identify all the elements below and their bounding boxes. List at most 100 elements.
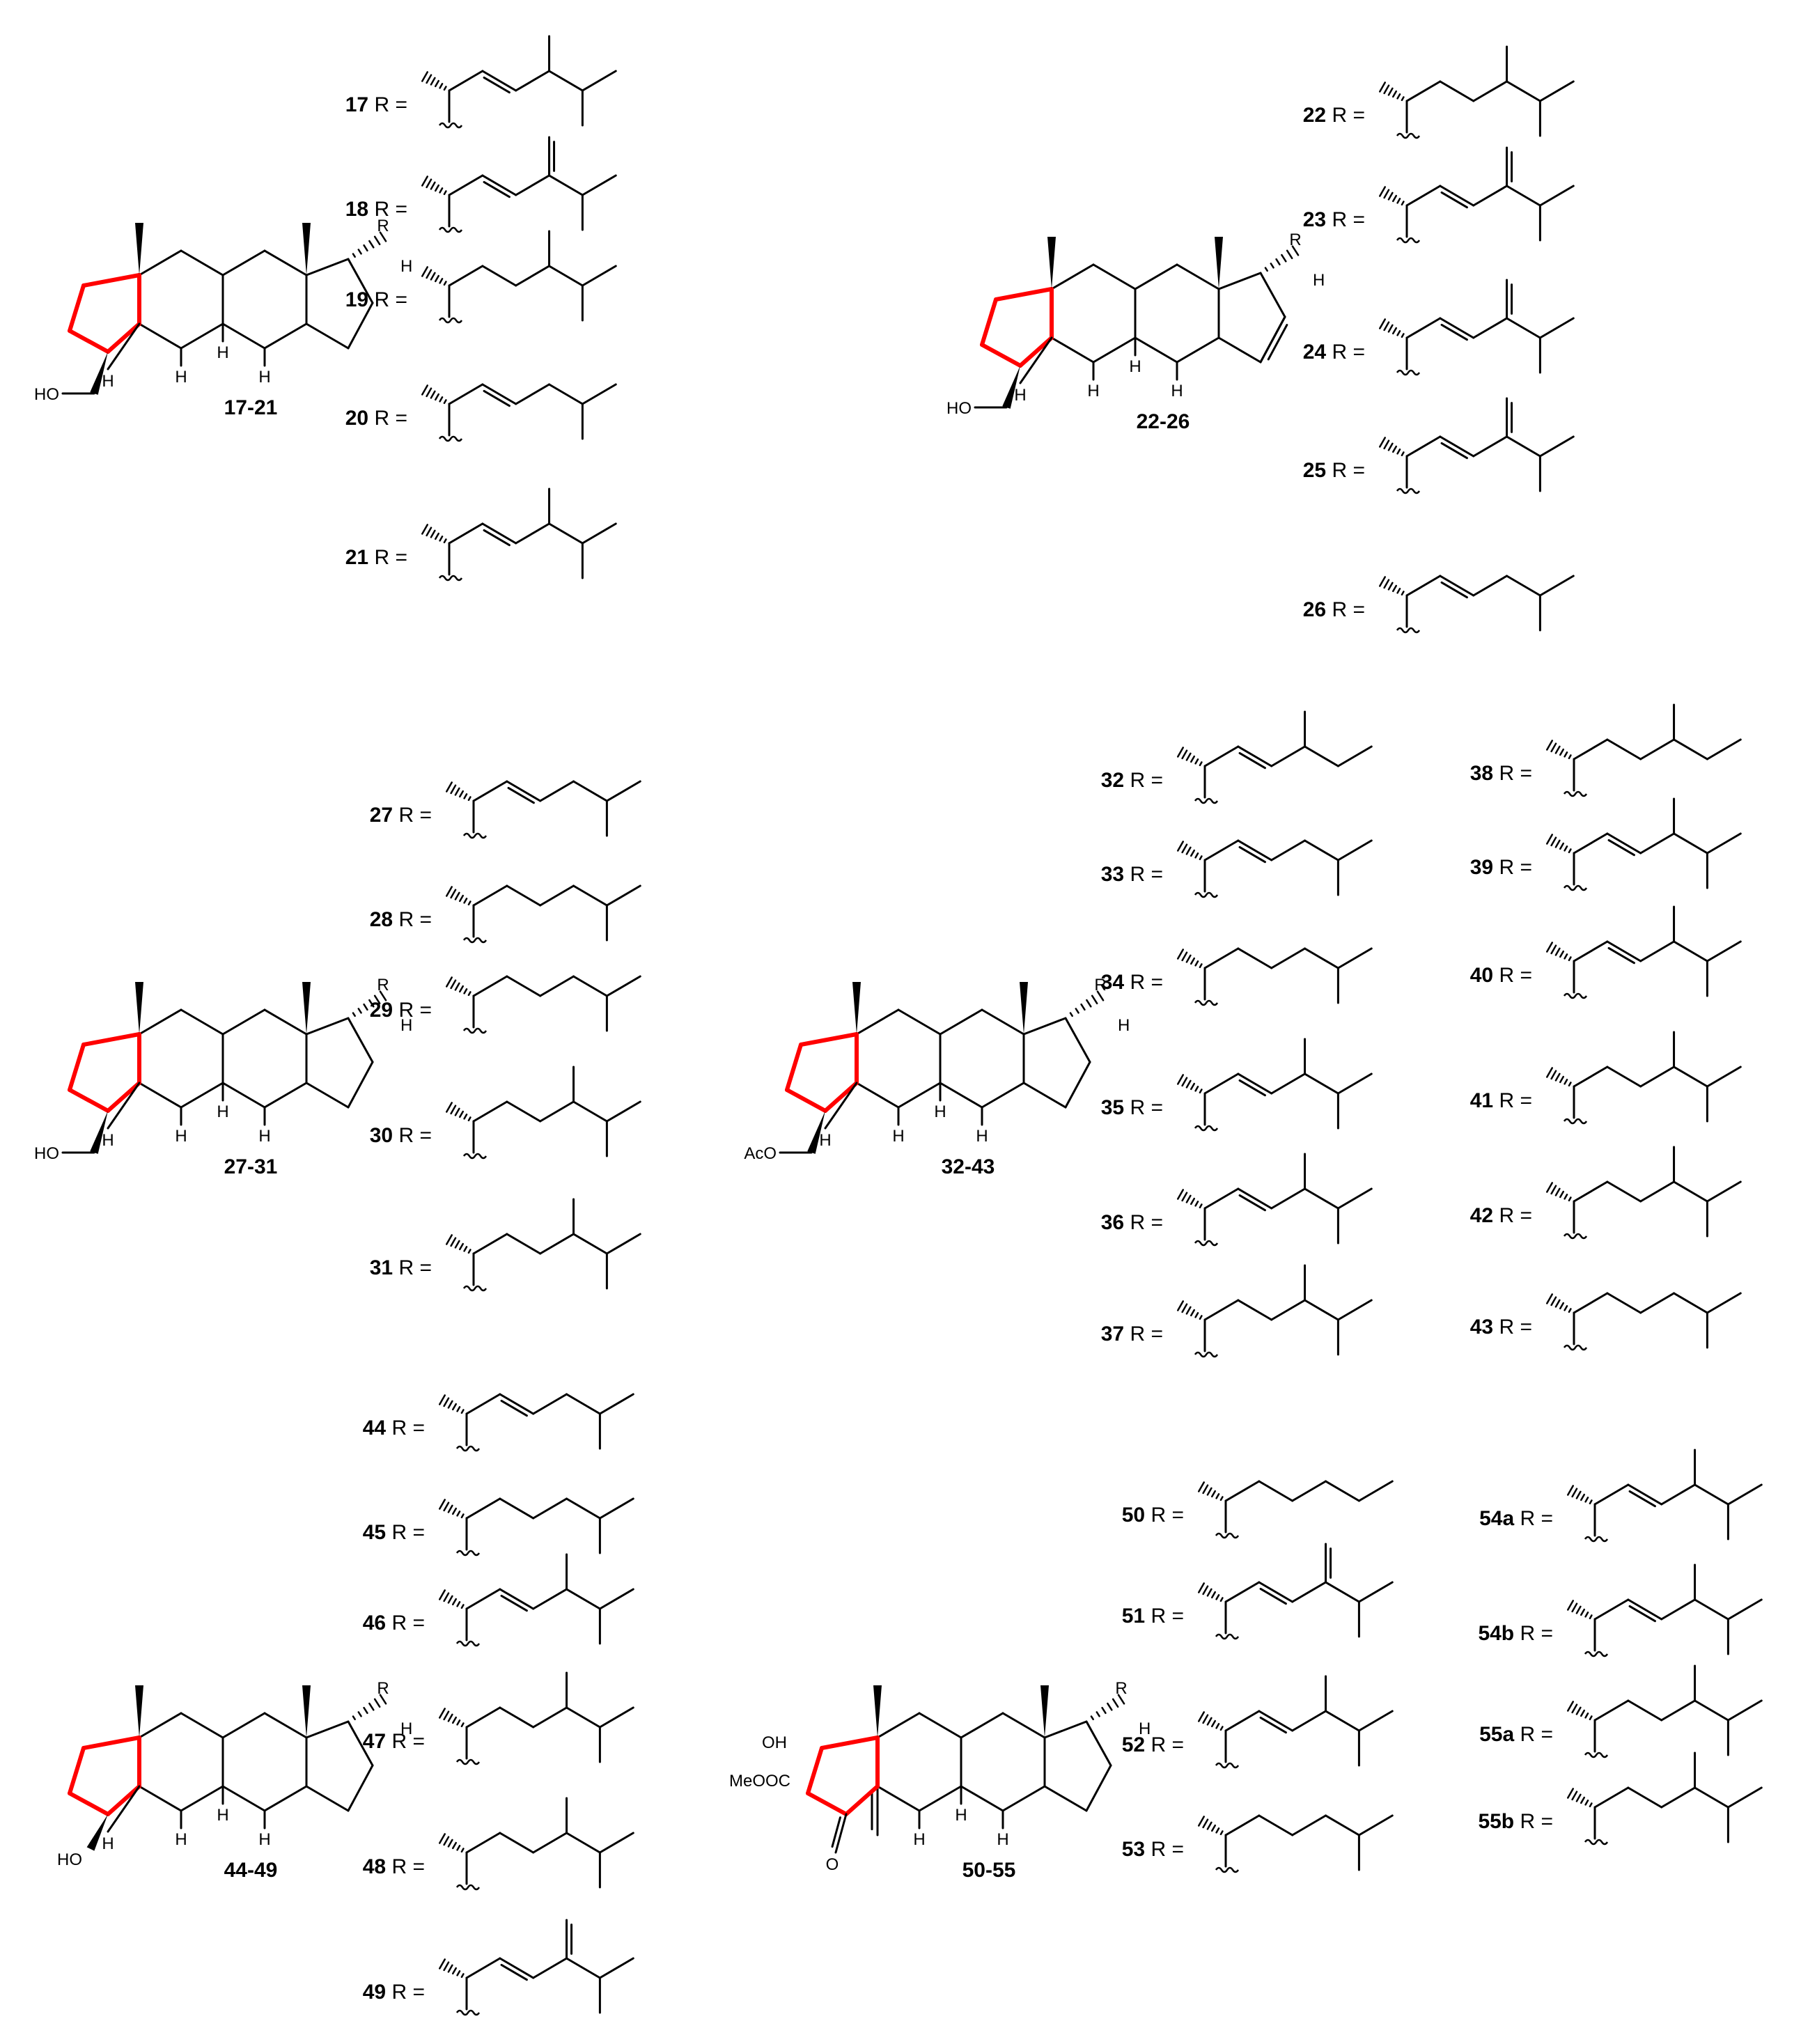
compound-label: 19 R = — [345, 288, 407, 311]
compound-label: 33 R = — [1101, 863, 1163, 886]
compound-number: 37 — [1101, 1323, 1130, 1345]
side-chain-35: 35 R = — [1101, 1038, 1373, 1132]
r-atom-label: R — [1115, 1679, 1127, 1698]
side-chain-54b: 54b R = — [1478, 1563, 1763, 1657]
compound-number: 28 — [370, 908, 399, 931]
r-equals: R = — [374, 93, 407, 116]
r-equals: R = — [1499, 1089, 1532, 1112]
compound-number: 53 — [1122, 1838, 1151, 1861]
h-atom-label: H — [175, 1127, 187, 1146]
compound-number: 24 — [1303, 341, 1332, 364]
compound-number: 54b — [1478, 1622, 1520, 1645]
compound-number: 33 — [1101, 863, 1130, 886]
r-equals: R = — [391, 1521, 425, 1544]
r-atom-label: R — [377, 976, 389, 994]
compound-number: 21 — [345, 546, 375, 569]
compound-label: 25 R = — [1303, 459, 1365, 482]
compound-number: 39 — [1470, 856, 1499, 879]
compound-number: 29 — [370, 999, 399, 1022]
h-atom-label: H — [175, 368, 187, 387]
r-equals: R = — [1499, 1204, 1532, 1227]
compound-number: 43 — [1470, 1316, 1499, 1339]
side-chain-38: 38 R = — [1470, 703, 1742, 797]
side-chain-24: 24 R = — [1303, 279, 1575, 376]
compound-label: 50 R = — [1122, 1504, 1184, 1527]
side-chain-26: 26 R = — [1303, 575, 1575, 634]
compound-number: 46 — [363, 1612, 392, 1635]
r-equals: R = — [1151, 1504, 1184, 1527]
side-chain-29: 29 R = — [370, 975, 641, 1034]
hydroxyl-label: OH — [762, 1733, 787, 1752]
side-chain-55a: 55a R = — [1479, 1664, 1763, 1758]
compound-number: 17 — [345, 93, 375, 116]
side-chain-23: 23 R = — [1303, 146, 1575, 244]
compound-range-label: 32-43 — [942, 1155, 995, 1178]
r-atom-label: R — [1289, 231, 1301, 249]
r-atom-label: R — [377, 217, 389, 235]
side-chains: 17 R =18 R =19 R =20 R =21 R =22 R =23 R… — [345, 35, 1763, 2016]
compound-number: 30 — [370, 1124, 399, 1147]
side-chain-39: 39 R = — [1470, 797, 1742, 891]
compound-label: 53 R = — [1122, 1838, 1184, 1861]
r-atom-label: R — [1094, 976, 1106, 994]
compound-label: 43 R = — [1470, 1316, 1532, 1339]
compound-range-label: 22-26 — [1137, 410, 1190, 433]
side-chain-19: 19 R = — [345, 230, 617, 324]
r-equals: R = — [1332, 459, 1365, 482]
side-chain-48: 48 R = — [363, 1797, 634, 1891]
compound-number: 42 — [1470, 1204, 1499, 1227]
compound-number: 27 — [370, 804, 399, 827]
h-atom-label: H — [976, 1127, 988, 1146]
h-atom-label: H — [819, 1131, 831, 1150]
side-chain-41: 41 R = — [1470, 1031, 1742, 1125]
r-equals: R = — [1151, 1838, 1184, 1861]
compound-number: 49 — [363, 1981, 392, 2004]
substituent-label: AcO — [744, 1144, 777, 1163]
r-equals: R = — [1499, 856, 1532, 879]
r-equals: R = — [1130, 863, 1163, 886]
compound-number: 38 — [1470, 762, 1499, 785]
compound-number: 40 — [1470, 964, 1499, 987]
h-atom-label: H — [1118, 1016, 1130, 1035]
r-equals: R = — [1499, 964, 1532, 987]
compound-label: 46 R = — [363, 1612, 425, 1635]
compound-label: 29 R = — [370, 999, 432, 1022]
r-equals: R = — [1130, 769, 1163, 792]
compound-label: 28 R = — [370, 908, 432, 931]
r-equals: R = — [374, 546, 407, 569]
compound-number: 52 — [1122, 1733, 1151, 1756]
compound-range-label: 17-21 — [224, 396, 278, 419]
ketone-o-label: O — [826, 1855, 839, 1874]
h-atom-label: H — [400, 1016, 412, 1035]
side-chain-52: 52 R = — [1122, 1675, 1394, 1769]
r-equals: R = — [1130, 1211, 1163, 1234]
compound-range-label: 44-49 — [224, 1859, 278, 1882]
r-equals: R = — [1332, 208, 1365, 231]
r-equals: R = — [374, 198, 407, 221]
h-atom-label: H — [913, 1830, 925, 1849]
compound-label: 37 R = — [1101, 1323, 1163, 1345]
side-chain-51: 51 R = — [1122, 1543, 1394, 1640]
r-equals: R = — [1499, 762, 1532, 785]
ester-label: MeOOC — [729, 1772, 790, 1791]
compound-label: 45 R = — [363, 1521, 425, 1544]
r-equals: R = — [374, 407, 407, 430]
compound-range-label: 50-55 — [962, 1859, 1016, 1882]
compound-label: 41 R = — [1470, 1089, 1532, 1112]
side-chain-40: 40 R = — [1470, 905, 1742, 999]
side-chain-33: 33 R = — [1101, 839, 1373, 898]
h-atom-label: H — [1087, 382, 1099, 400]
compound-label: 54b R = — [1478, 1622, 1553, 1645]
compound-number: 48 — [363, 1855, 392, 1878]
compound-number: 36 — [1101, 1211, 1130, 1234]
h-atom-label: H — [217, 1806, 228, 1825]
side-chain-20: 20 R = — [345, 383, 617, 442]
side-chain-44: 44 R = — [363, 1393, 634, 1452]
compound-number: 20 — [345, 407, 375, 430]
h-atom-label: H — [1014, 386, 1026, 405]
